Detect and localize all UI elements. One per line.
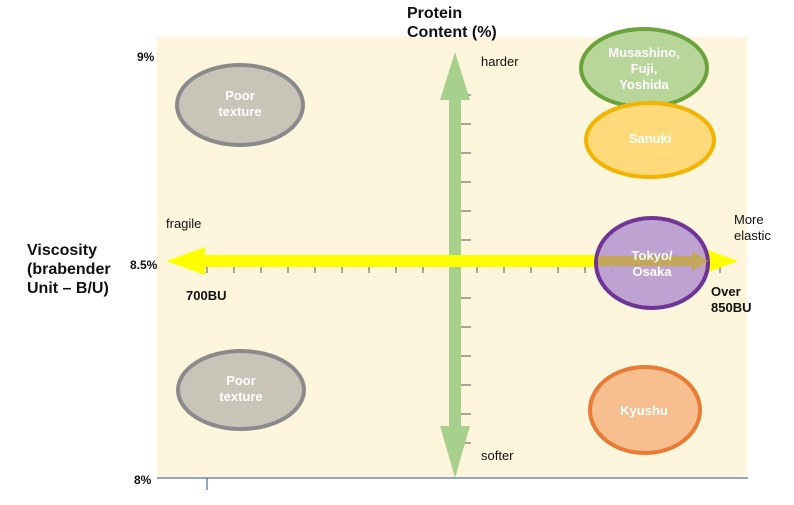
y-top-label: 9% xyxy=(137,50,155,64)
y-mid-label: 8.5% xyxy=(130,258,158,272)
sanuki-label: Sanuki xyxy=(628,131,672,146)
right-inner-arrow xyxy=(598,251,708,271)
y-axis-title: Protein Content (%) xyxy=(407,5,497,41)
poor-texture-bottom-label: Poor texture xyxy=(219,373,263,404)
more-elastic-label: More elastic xyxy=(734,212,771,243)
poor-texture-top-label: Poor texture xyxy=(218,88,262,119)
kyushu-ellipse xyxy=(588,365,702,455)
poor-texture-top-ellipse xyxy=(175,63,305,147)
x-axis-title: Viscosity (brabender Unit – B/U) xyxy=(27,242,111,297)
softer-label: softer xyxy=(481,448,514,463)
x-right-value-label: Over 850BU xyxy=(711,284,752,315)
fragile-label: fragile xyxy=(166,216,202,231)
sanuki-ellipse xyxy=(584,101,716,179)
x-left-value-label: 700BU xyxy=(186,288,227,303)
kyushu-label: Kyushu xyxy=(620,403,668,418)
musashino-label: Musashino, Fuji, Yoshida xyxy=(608,45,680,92)
poor-texture-bottom-ellipse xyxy=(176,349,306,431)
tokyo-osaka-label: Tokyo/ Osaka xyxy=(631,248,673,279)
harder-label: harder xyxy=(481,54,519,69)
y-bottom-label: 8% xyxy=(134,473,152,487)
